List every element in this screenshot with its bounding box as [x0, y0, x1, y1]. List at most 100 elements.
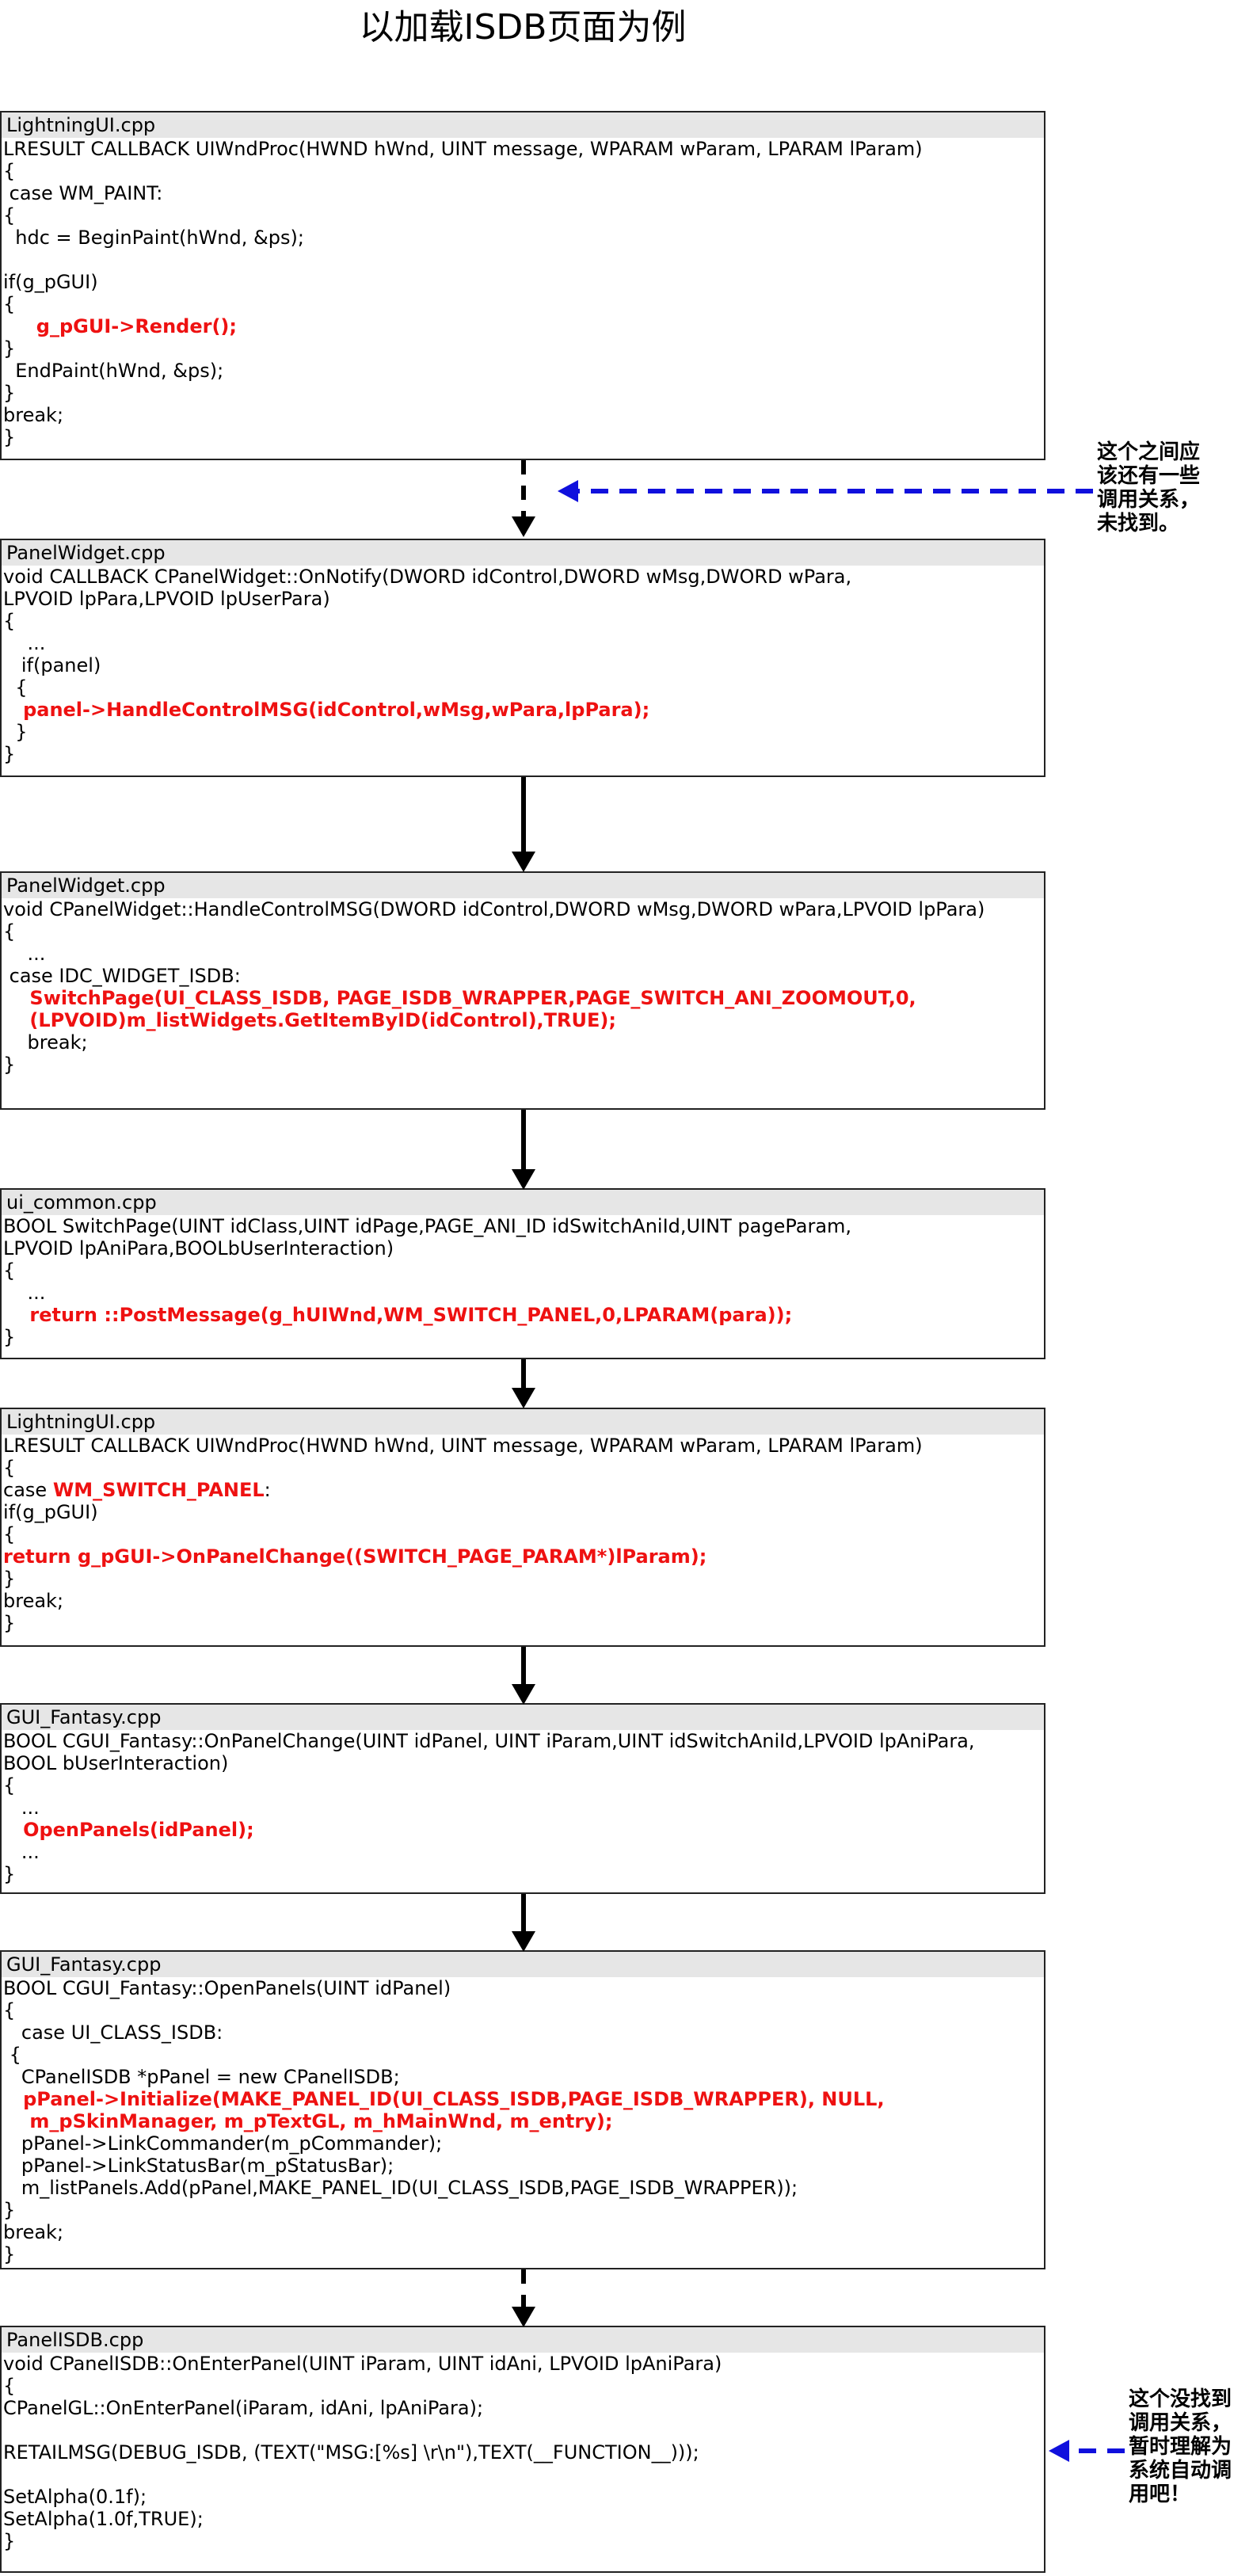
annotation-note-1: 这个之间应 该还有一些 调用关系， 未找到。 — [1097, 440, 1201, 535]
code-line: } — [3, 2199, 16, 2221]
code-line: if(g_pGUI) — [3, 1501, 98, 1523]
code-block: void CPanelWidget::HandleControlMSG(DWOR… — [2, 898, 1044, 1076]
code-line: } — [3, 426, 16, 448]
file-name: GUI_Fantasy.cpp — [2, 1952, 1044, 1977]
note-arrowhead-1 — [558, 480, 578, 502]
code-line: case WM_SWITCH_PANEL: — [3, 1479, 1042, 1501]
code-line: } — [3, 2530, 16, 2552]
highlighted-code-line: OpenPanels(idPanel); — [3, 1819, 254, 1841]
code-line: { — [3, 2375, 16, 2397]
code-line: BOOL CGUI_Fantasy::OpenPanels(UINT idPan… — [3, 1977, 451, 1999]
code-line: { — [3, 610, 16, 632]
code-line: break; — [3, 404, 64, 426]
code-line: { — [3, 1259, 16, 1282]
code-line: pPanel->LinkStatusBar(m_pStatusBar); — [3, 2155, 394, 2177]
code-line: m_listPanels.Add(pPanel,MAKE_PANEL_ID(UI… — [3, 2177, 798, 2199]
code-line: } — [3, 2243, 16, 2265]
file-name: ui_common.cpp — [2, 1190, 1044, 1215]
code-line: hdc = BeginPaint(hWnd, &ps); — [3, 227, 304, 249]
highlighted-code-line: return g_pGUI->OnPanelChange((SWITCH_PAG… — [3, 1545, 707, 1568]
code-line: } — [3, 1612, 16, 1634]
code-line: break; — [3, 1590, 64, 1612]
code-line: SetAlpha(1.0f,TRUE); — [3, 2508, 204, 2530]
code-line: RETAILMSG(DEBUG_ISDB, (TEXT("MSG:[%s] \r… — [3, 2441, 699, 2464]
code-line: } — [3, 337, 16, 360]
note-arrowhead-2 — [1049, 2440, 1069, 2462]
highlighted-code-line: pPanel->Initialize(MAKE_PANEL_ID(UI_CLAS… — [3, 2088, 885, 2110]
file-name: PanelISDB.cpp — [2, 2327, 1044, 2353]
code-line: break; — [3, 2221, 64, 2243]
file-name: LightningUI.cpp — [2, 1409, 1044, 1435]
code-line: } — [3, 721, 28, 743]
highlighted-code-line: SwitchPage(UI_CLASS_ISDB, PAGE_ISDB_WRAP… — [3, 987, 916, 1009]
code-line: LPVOID lpAniPara,BOOLbUserInteraction) — [3, 1237, 394, 1259]
code-line: void CALLBACK CPanelWidget::OnNotify(DWO… — [3, 566, 852, 588]
arrowhead-2-3 — [512, 852, 535, 872]
code-line: case IDC_WIDGET_ISDB: — [3, 965, 241, 987]
highlighted-code-line: g_pGUI->Render(); — [3, 315, 237, 337]
code-line: CPanelISDB *pPanel = new CPanelISDB; — [3, 2066, 400, 2088]
code-line: case UI_CLASS_ISDB: — [3, 2022, 223, 2044]
code-line: BOOL bUserInteraction) — [3, 1752, 229, 1774]
highlighted-token: WM_SWITCH_PANEL — [52, 1479, 265, 1501]
code-line: case WM_PAINT: — [3, 182, 163, 204]
code-line: { — [3, 676, 28, 699]
code-line: { — [3, 1457, 16, 1479]
file-name: LightningUI.cpp — [2, 112, 1044, 138]
highlighted-code-line: return ::PostMessage(g_hUIWnd,WM_SWITCH_… — [3, 1304, 793, 1326]
code-block: LRESULT CALLBACK UIWndProc(HWND hWnd, UI… — [2, 138, 1044, 448]
code-token: case — [3, 1479, 53, 1501]
code-line: ... — [3, 943, 46, 965]
code-line: LPVOID lpPara,LPVOID lpUserPara) — [3, 588, 330, 610]
highlighted-code-line: m_pSkinManager, m_pTextGL, m_hMainWnd, m… — [3, 2110, 613, 2132]
arrowhead-3-4 — [512, 1169, 535, 1190]
file-name: GUI_Fantasy.cpp — [2, 1705, 1044, 1730]
code-line: { — [3, 2044, 21, 2066]
code-line: } — [3, 1054, 16, 1076]
code-line: { — [3, 920, 16, 943]
code-line: EndPaint(hWnd, &ps); — [3, 360, 224, 382]
code-line: break; — [3, 1031, 88, 1054]
annotation-note-2: 这个没找到 调用关系， 暂时理解为 系统自动调 用吧！ — [1129, 2387, 1232, 2506]
code-block: BOOL CGUI_Fantasy::OpenPanels(UINT idPan… — [2, 1977, 1044, 2265]
code-line: ... — [3, 1841, 40, 1863]
code-line: pPanel->LinkCommander(m_pCommander); — [3, 2132, 443, 2155]
code-line: } — [3, 1863, 16, 1885]
code-line: } — [3, 743, 16, 765]
code-block: BOOL CGUI_Fantasy::OnPanelChange(UINT id… — [2, 1730, 1044, 1885]
code-line: { — [3, 204, 16, 227]
arrowhead-7-8 — [512, 2307, 535, 2327]
code-block: LRESULT CALLBACK UIWndProc(HWND hWnd, UI… — [2, 1435, 1044, 1634]
code-line: if(g_pGUI) — [3, 271, 98, 293]
arrowhead-1-2 — [512, 516, 535, 537]
code-line: void CPanelWidget::HandleControlMSG(DWOR… — [3, 898, 985, 920]
arrowhead-4-5 — [512, 1388, 535, 1408]
code-line: } — [3, 1326, 16, 1348]
code-line: void CPanelISDB::OnEnterPanel(UINT iPara… — [3, 2353, 722, 2375]
code-line: { — [3, 1523, 16, 1545]
file-name: PanelWidget.cpp — [2, 873, 1044, 898]
code-line: { — [3, 160, 16, 182]
page-title: 以加载ISDB页面为例 — [359, 7, 687, 48]
code-line: } — [3, 382, 16, 404]
arrowhead-6-7 — [512, 1931, 535, 1952]
code-line: ... — [3, 1282, 46, 1304]
code-block: void CPanelISDB::OnEnterPanel(UINT iPara… — [2, 2353, 1044, 2552]
code-line: CPanelGL::OnEnterPanel(iParam, idAni, lp… — [3, 2397, 484, 2419]
code-block: BOOL SwitchPage(UINT idClass,UINT idPage… — [2, 1215, 1044, 1348]
code-line: LRESULT CALLBACK UIWndProc(HWND hWnd, UI… — [3, 138, 923, 160]
file-name: PanelWidget.cpp — [2, 540, 1044, 566]
code-line: if(panel) — [3, 654, 101, 676]
code-token: : — [264, 1479, 271, 1501]
code-line: ... — [3, 632, 46, 654]
code-line: { — [3, 1774, 16, 1797]
code-block: void CALLBACK CPanelWidget::OnNotify(DWO… — [2, 566, 1044, 765]
code-line: { — [3, 293, 16, 315]
highlighted-code-line: (LPVOID)m_listWidgets.GetItemByID(idCont… — [3, 1009, 616, 1031]
